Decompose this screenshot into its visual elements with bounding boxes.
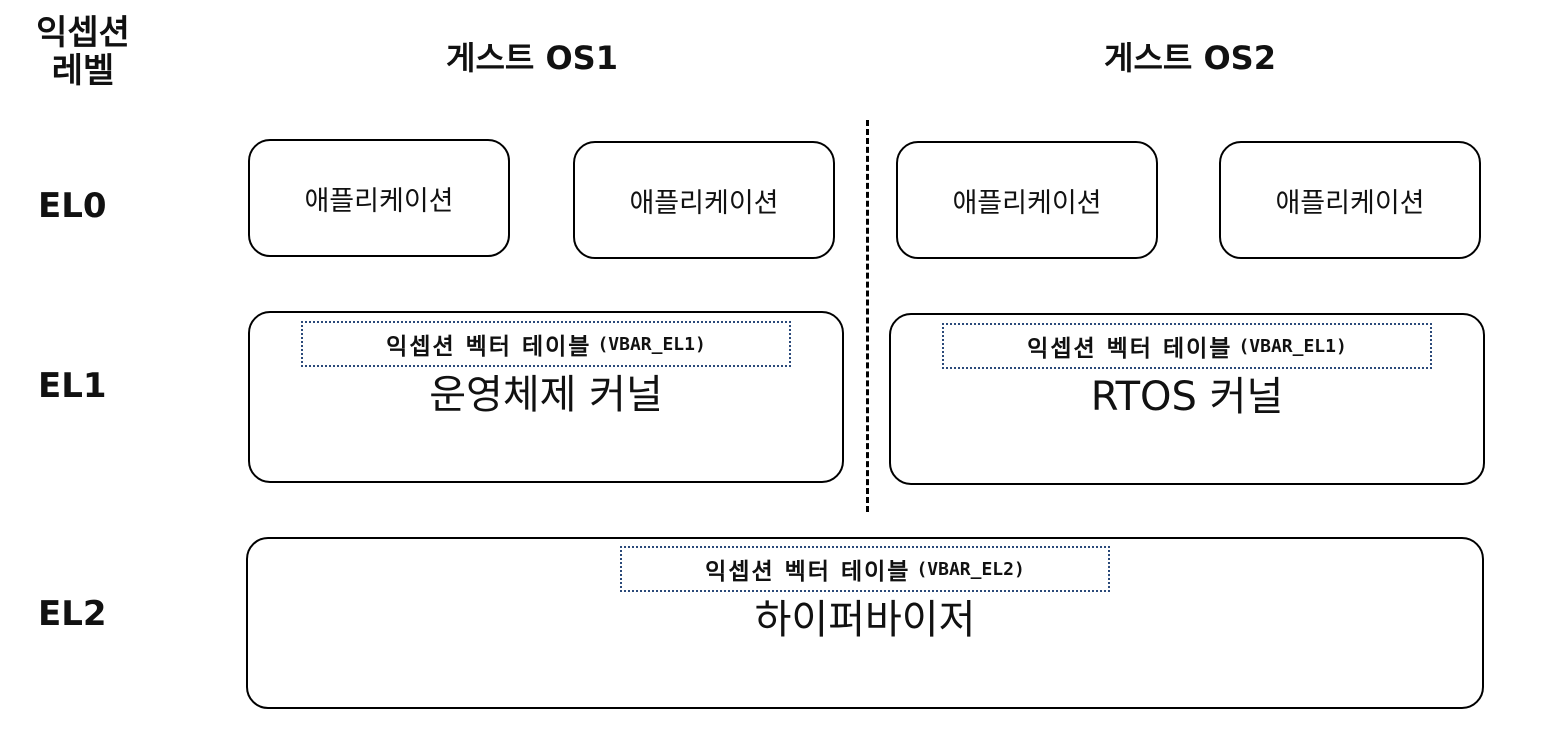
guest-os1-application-box-1: 애플리케이션 [248,139,510,257]
application-label: 애플리케이션 [629,187,779,219]
application-label: 애플리케이션 [952,187,1102,219]
level-label-el2: EL2 [38,594,107,634]
guest-os1-kernel-box: 익셉션 벡터 테이블 (VBAR_EL1) 운영체제 커널 [248,311,844,483]
guest-os2-kernel-name: RTOS 커널 [1090,374,1284,420]
hypervisor-name: 하이퍼바이저 [754,597,976,643]
exception-level-header-line2: 레벨 [51,51,115,91]
guest-os2-vector-table: 익셉션 벡터 테이블 (VBAR_EL1) [942,323,1432,369]
guest-divider [866,120,869,512]
exception-level-header: 익셉션 레벨 [18,14,148,90]
application-label: 애플리케이션 [304,185,454,217]
hypervisor-vector-table: 익셉션 벡터 테이블 (VBAR_EL2) [620,546,1110,592]
vector-table-register: (VBAR_EL1) [1238,335,1347,357]
vector-table-label: 익셉션 벡터 테이블 [1027,336,1233,362]
guest-os2-application-box-1: 애플리케이션 [896,141,1158,259]
guest-os1-title: 게스트 OS1 [446,39,618,77]
application-label: 애플리케이션 [1275,187,1425,219]
level-label-el0: EL0 [38,186,107,226]
vector-table-label: 익셉션 벡터 테이블 [386,334,592,360]
guest-os1-vector-table: 익셉션 벡터 테이블 (VBAR_EL1) [301,321,791,367]
level-label-el1: EL1 [38,366,107,406]
vector-table-register: (VBAR_EL2) [916,558,1025,580]
vector-table-label: 익셉션 벡터 테이블 [705,559,911,585]
guest-os1-application-box-2: 애플리케이션 [573,141,835,259]
vector-table-register: (VBAR_EL1) [597,333,706,355]
guest-os2-kernel-box: 익셉션 벡터 테이블 (VBAR_EL1) RTOS 커널 [889,313,1485,485]
exception-level-header-line1: 익셉션 [36,13,130,53]
guest-os1-kernel-name: 운영체제 커널 [429,372,663,418]
guest-os2-title: 게스트 OS2 [1104,39,1276,77]
hypervisor-box: 익셉션 벡터 테이블 (VBAR_EL2) 하이퍼바이저 [246,537,1484,709]
guest-os2-application-box-2: 애플리케이션 [1219,141,1481,259]
